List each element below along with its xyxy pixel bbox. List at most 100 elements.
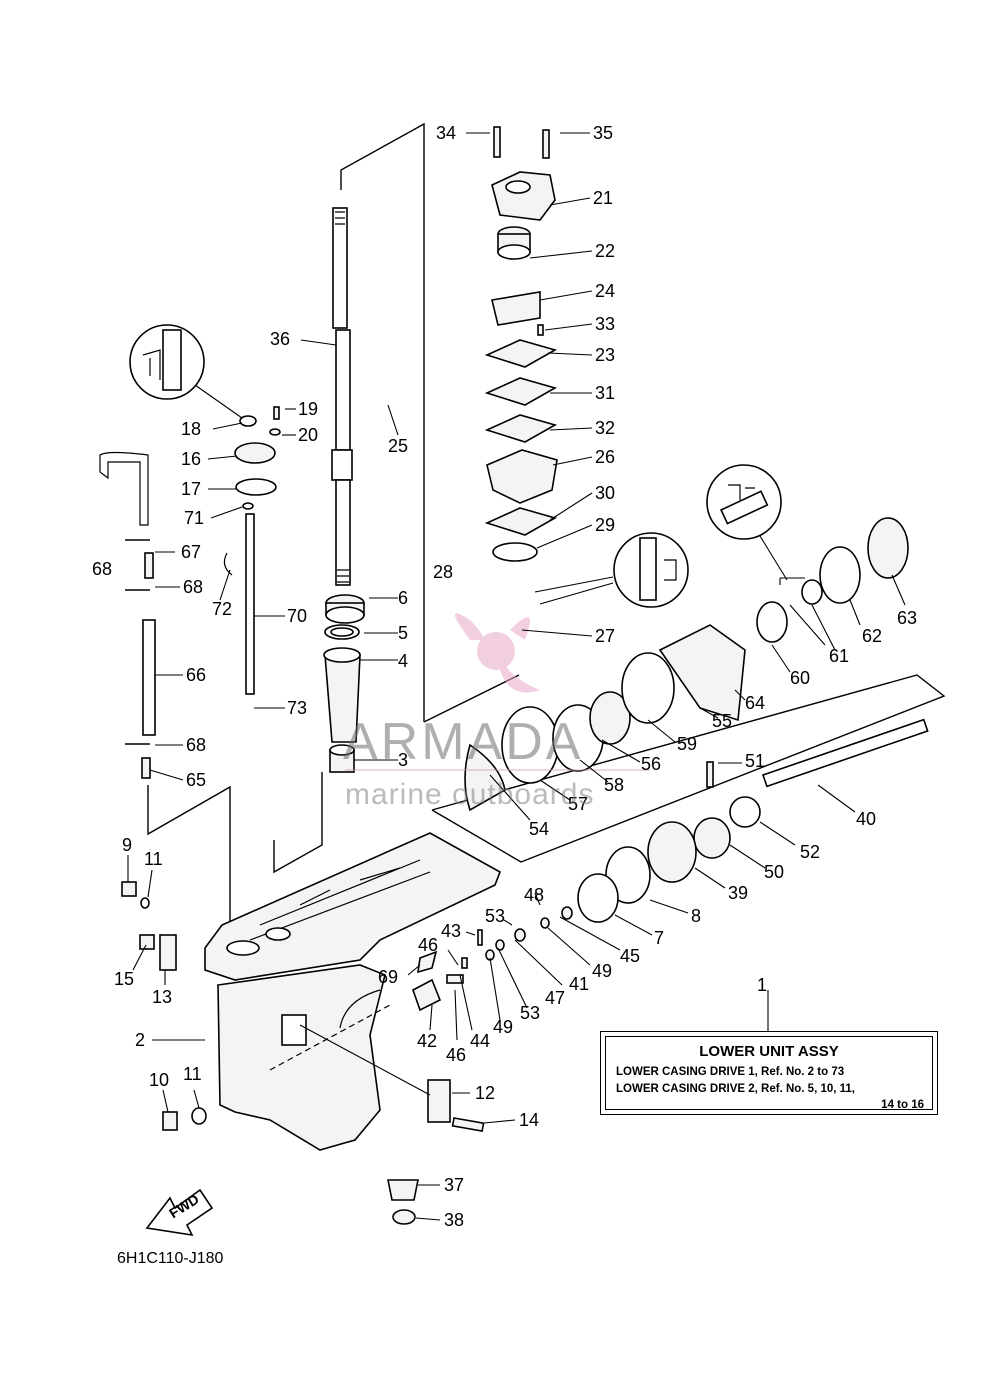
- callout-68b: 68: [183, 577, 203, 597]
- callout-63: 63: [897, 608, 917, 628]
- callout-29: 29: [595, 515, 615, 535]
- watermark-subtitle: marine outboards: [345, 778, 595, 811]
- callout-31: 31: [595, 383, 615, 403]
- callout-11b: 11: [183, 1064, 202, 1084]
- callout-68a: 68: [92, 559, 112, 579]
- callout-11a: 11: [144, 849, 163, 869]
- callout-15: 15: [114, 969, 134, 989]
- watermark-title: ARMADA: [343, 713, 584, 771]
- callout-61: 61: [829, 646, 849, 666]
- callout-16: 16: [181, 449, 201, 469]
- detail-bubble-bearing: [534, 532, 689, 608]
- callout-50: 50: [764, 862, 784, 882]
- callout-58: 58: [604, 775, 624, 795]
- callout-12: 12: [475, 1083, 495, 1103]
- fasteners[interactable]: [121, 881, 485, 1225]
- detail-bubble-pin: [706, 464, 788, 581]
- callout-4: 4: [398, 651, 408, 671]
- callout-38: 38: [444, 1210, 464, 1230]
- callout-14: 14: [519, 1110, 539, 1130]
- reference-box-inner: LOWER UNIT ASSY LOWER CASING DRIVE 1, Re…: [605, 1036, 933, 1111]
- lower-casing[interactable]: [204, 832, 501, 1151]
- detail-bubble-shift: [129, 324, 243, 419]
- callout-66: 66: [186, 665, 206, 685]
- callout-53b: 53: [520, 1003, 540, 1023]
- callout-36: 36: [270, 329, 290, 349]
- callout-22: 22: [595, 241, 615, 261]
- callout-26: 26: [595, 447, 615, 467]
- callout-39: 39: [728, 883, 748, 903]
- callout-30: 30: [595, 483, 615, 503]
- callout-52: 52: [800, 842, 820, 862]
- callout-73: 73: [287, 698, 307, 718]
- callout-2: 2: [135, 1030, 145, 1050]
- callout-8: 8: [691, 906, 701, 926]
- callout-17: 17: [181, 479, 201, 499]
- callout-37: 37: [444, 1175, 464, 1195]
- reference-line-1: LOWER CASING DRIVE 1, Ref. No. 2 to 73: [616, 1066, 845, 1078]
- callout-68c: 68: [186, 735, 206, 755]
- callout-54: 54: [529, 819, 549, 839]
- water-pump-stack[interactable]: [484, 126, 558, 562]
- diagram-code: 6H1C110-J180: [117, 1250, 224, 1267]
- drive-shaft[interactable]: [331, 207, 353, 586]
- reference-line-2: LOWER CASING DRIVE 2, Ref. No. 5, 10, 11…: [616, 1083, 856, 1095]
- callout-62: 62: [862, 626, 882, 646]
- callout-32: 32: [595, 418, 615, 438]
- callout-51: 51: [745, 751, 765, 771]
- callout-24: 24: [595, 281, 615, 301]
- callout-72: 72: [212, 599, 232, 619]
- callout-27: 27: [595, 626, 615, 646]
- callout-43: 43: [441, 921, 461, 941]
- callout-5: 5: [398, 623, 408, 643]
- shift-cam-group[interactable]: [412, 950, 468, 1012]
- callout-44: 44: [470, 1031, 490, 1051]
- callout-21: 21: [593, 188, 613, 208]
- callout-69: 69: [378, 967, 398, 987]
- reference-box: LOWER UNIT ASSY LOWER CASING DRIVE 1, Re…: [600, 1031, 938, 1115]
- callout-40: 40: [856, 809, 876, 829]
- callout-7: 7: [654, 928, 664, 948]
- callout-23: 23: [595, 345, 615, 365]
- callout-42: 42: [417, 1031, 437, 1051]
- callout-56: 56: [641, 754, 661, 774]
- callout-49a: 49: [493, 1017, 513, 1037]
- callout-64: 64: [745, 693, 765, 713]
- callout-57: 57: [568, 794, 588, 814]
- leader-lines: [127, 132, 906, 1221]
- callout-47: 47: [545, 988, 565, 1008]
- callout-53a: 53: [485, 906, 505, 926]
- callout-65: 65: [186, 770, 206, 790]
- reference-line-3: 14 to 16: [881, 1099, 924, 1111]
- callout-13: 13: [152, 987, 172, 1007]
- callout-10: 10: [149, 1070, 169, 1090]
- callout-19: 19: [298, 399, 318, 419]
- callout-45: 45: [620, 946, 640, 966]
- fwd-arrow: [145, 1188, 214, 1237]
- reference-title: LOWER UNIT ASSY: [699, 1043, 839, 1060]
- ref-box-callout: 1: [757, 975, 768, 995]
- propeller-shaft-assembly[interactable]: [464, 517, 929, 961]
- callout-35: 35: [593, 123, 613, 143]
- callout-46b: 46: [446, 1045, 466, 1065]
- callout-59: 59: [677, 734, 697, 754]
- callout-48: 48: [524, 885, 544, 905]
- callout-numbers: 34 35 21 22 24 33 23 31 32 26 30 29 28 2…: [92, 123, 917, 1230]
- callout-6: 6: [398, 588, 408, 608]
- callout-55: 55: [712, 711, 732, 731]
- callout-3: 3: [398, 750, 408, 770]
- callout-20: 20: [298, 425, 318, 445]
- group-frame-lines: [147, 122, 946, 950]
- callout-71: 71: [184, 508, 204, 528]
- callout-9: 9: [122, 835, 132, 855]
- callout-25: 25: [388, 436, 408, 456]
- shift-components[interactable]: [99, 406, 281, 779]
- callout-60: 60: [790, 668, 810, 688]
- callout-46a: 46: [418, 935, 438, 955]
- callout-67: 67: [181, 542, 201, 562]
- bearing-stack[interactable]: [323, 594, 365, 773]
- callout-70: 70: [287, 606, 307, 626]
- callout-34: 34: [436, 123, 456, 143]
- callout-41: 41: [569, 974, 589, 994]
